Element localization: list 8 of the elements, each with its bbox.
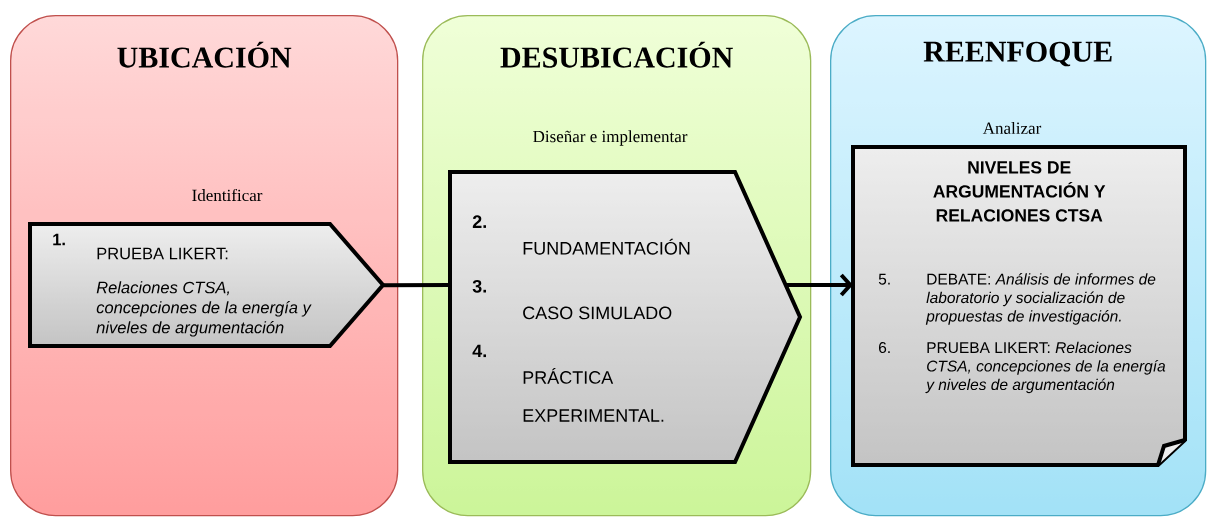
connector	[383, 283, 450, 288]
process-pentagon: 1. PRUEBA LIKERT: Relaciones CTSA, concepciones de la energía y niveles de argumentación	[28, 222, 386, 348]
caption-text: Analizar	[982, 122, 1042, 134]
note-box: NIVELES DE ARGUMENTACIÓN Y RELACIONES CTSA 5. DEBATE: Análisis de informes de laboratorio y socialización de propuestas de investigación. 6. PRUEBA LIKERT: Relaciones CTSA, concepciones de la energía y niveles de argumentación	[851, 145, 1187, 467]
process-pentagon: 2. FUNDAMENTACIÓN 3. CASO SIMULADO 4. PRÁCTICA EXPERIMENTAL.	[448, 170, 803, 464]
caption-text: Diseñar e implementar	[533, 130, 688, 146]
caption-text: Identificar	[192, 188, 263, 202]
connector	[786, 273, 853, 297]
